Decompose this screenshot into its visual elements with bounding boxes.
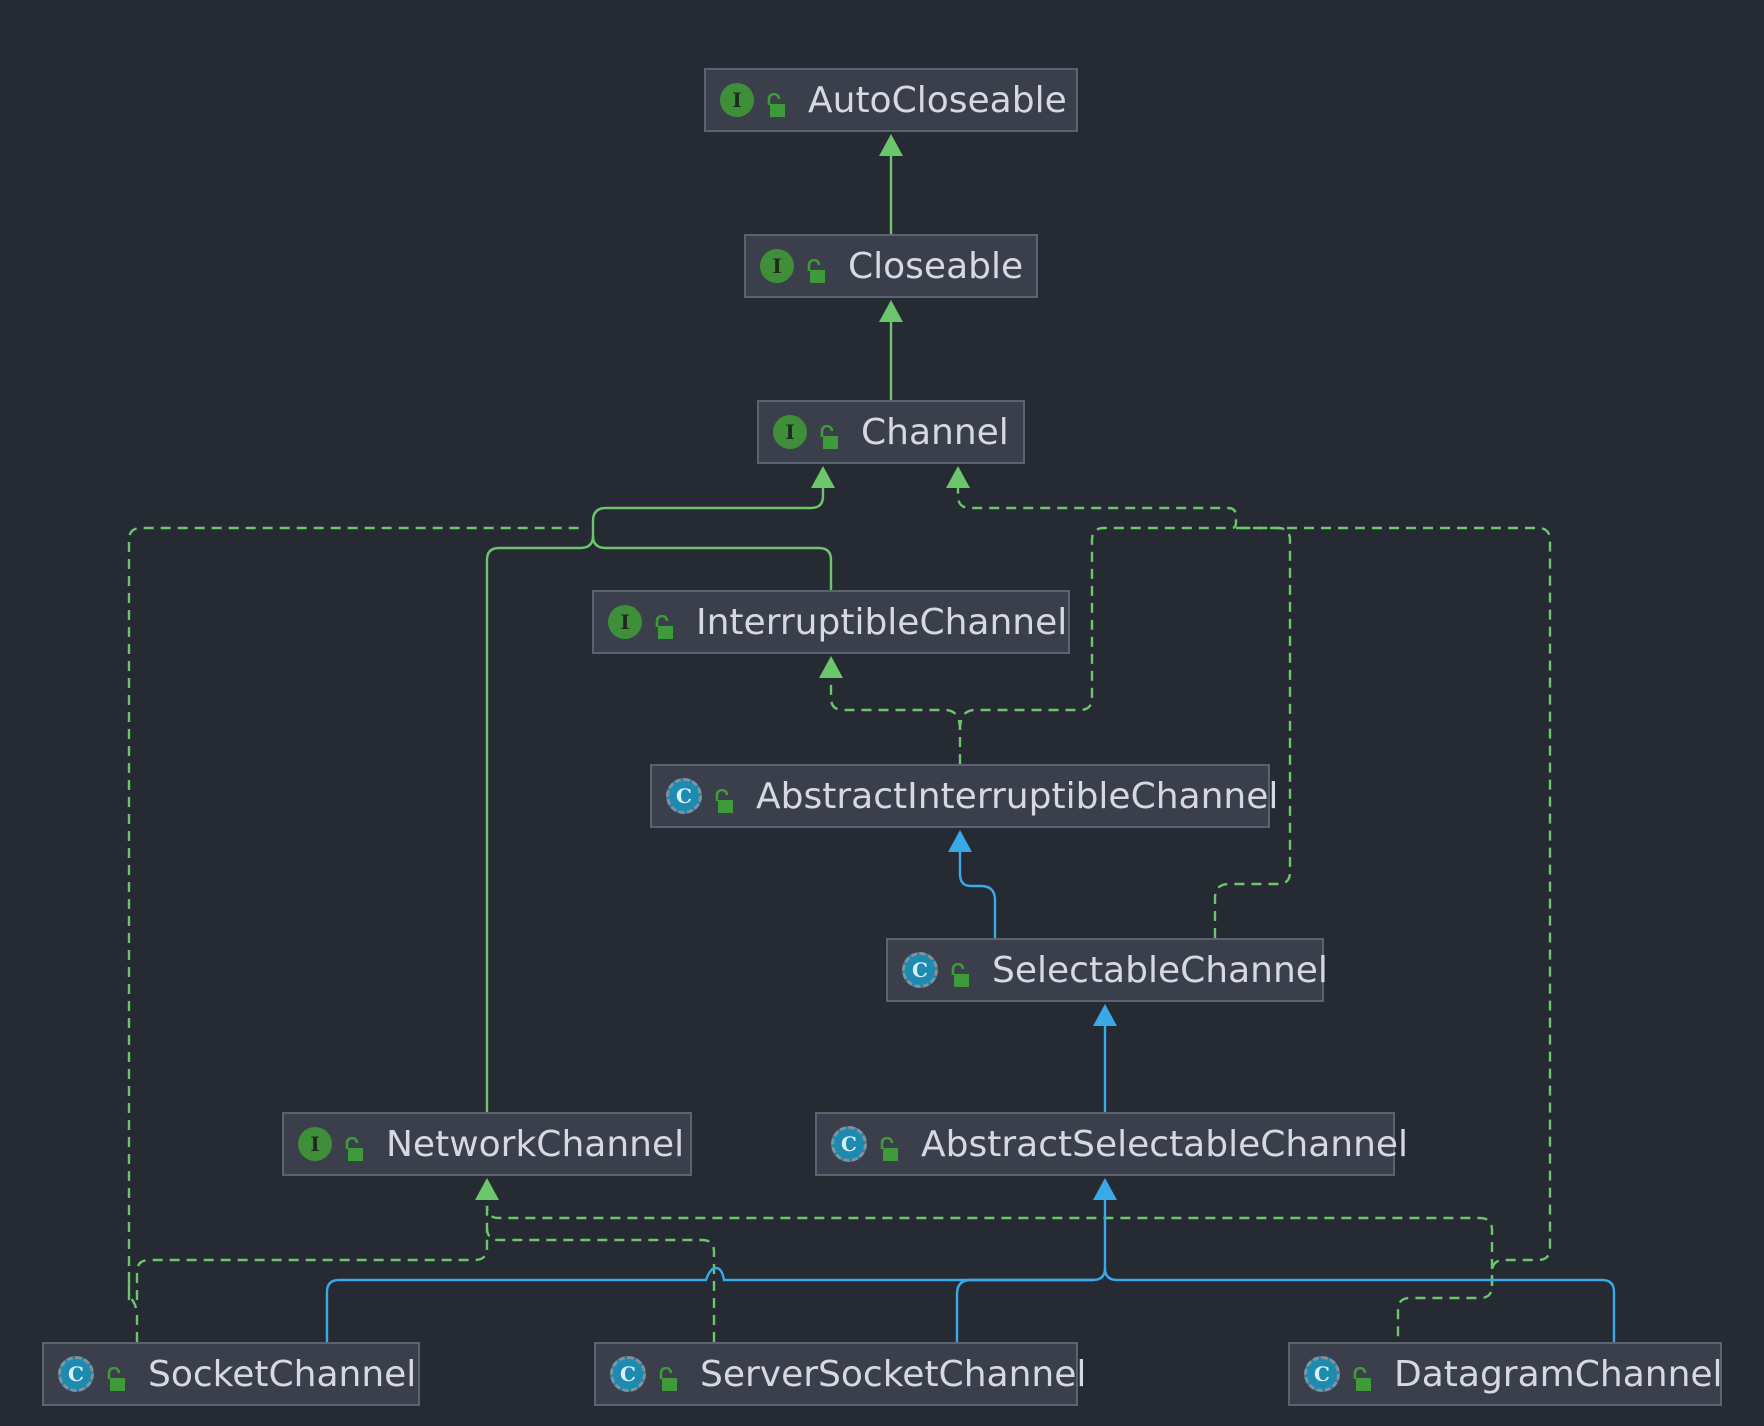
node-label: SocketChannel (148, 1353, 417, 1395)
edge-networkchannel-channel (485, 488, 825, 1112)
edge-datagram-abstractselectable (1103, 1267, 1616, 1342)
node-label: AbstractSelectableChannel (921, 1123, 1409, 1165)
arrowhead-autocloseable (879, 134, 903, 156)
node-channel[interactable]: I Channel (757, 400, 1025, 464)
edge-serversocket-abstractselectable (955, 1278, 1093, 1342)
node-label: AbstractInterruptibleChannel (756, 775, 1279, 817)
abstract-class-icon: C (666, 778, 702, 814)
node-selectablechannel[interactable]: C SelectableChannel (886, 938, 1328, 1002)
node-label: SelectableChannel (992, 949, 1328, 991)
abstract-class-icon: C (831, 1126, 867, 1162)
node-label: InterruptibleChannel (696, 601, 1068, 643)
edge-interruptiblechannel-channel (591, 535, 833, 590)
public-lock-icon (342, 1131, 364, 1161)
node-label: DatagramChannel (1394, 1353, 1723, 1395)
node-label: Closeable (848, 245, 1024, 287)
node-abstractinterruptiblechannel[interactable]: C AbstractInterruptibleChannel (650, 764, 1278, 828)
arrowhead-selectablechannel (1093, 1004, 1117, 1026)
interface-icon: I (720, 83, 754, 117)
arrowhead-interruptiblechannel (819, 656, 843, 678)
public-lock-icon (1350, 1361, 1372, 1391)
arrowhead-abstractselectablechannel (1093, 1178, 1117, 1200)
abstract-class-icon: C (58, 1356, 94, 1392)
edge-serversocket-network (485, 1227, 716, 1342)
edge-socket-abstractselectable (325, 1200, 1107, 1342)
public-lock-icon (804, 253, 826, 283)
interface-icon: I (773, 415, 807, 449)
node-autocloseable[interactable]: I AutoCloseable (704, 68, 1078, 132)
edge-datagramchannel-channel (1236, 526, 1552, 1342)
interface-icon: I (298, 1127, 332, 1161)
node-networkchannel[interactable]: I NetworkChannel (282, 1112, 692, 1176)
public-lock-icon (712, 783, 734, 813)
public-lock-icon (817, 419, 839, 449)
abstract-class-icon: C (902, 952, 938, 988)
abstract-class-icon: C (610, 1356, 646, 1392)
public-lock-icon (877, 1131, 899, 1161)
arrowhead-abstractinterruptiblechannel (948, 830, 972, 852)
node-interruptiblechannel[interactable]: I InterruptibleChannel (592, 590, 1070, 654)
arrowhead-closeable (879, 300, 903, 322)
node-label: NetworkChannel (386, 1123, 685, 1165)
arrowhead-channel-right (946, 466, 970, 488)
node-abstractselectablechannel[interactable]: C AbstractSelectableChannel (815, 1112, 1408, 1176)
public-lock-icon (764, 87, 786, 117)
node-serversocketchannel[interactable]: C ServerSocketChannel (594, 1342, 1086, 1406)
node-closeable[interactable]: I Closeable (744, 234, 1038, 298)
public-lock-icon (652, 609, 674, 639)
node-label: AutoCloseable (808, 79, 1067, 121)
interface-icon: I (608, 605, 642, 639)
interface-icon: I (760, 249, 794, 283)
edge-selectable-abstractinterruptible (958, 852, 997, 938)
edge-selectable-channel (1213, 526, 1292, 938)
edge-datagram-network (485, 1205, 1494, 1286)
node-socketchannel[interactable]: C SocketChannel (42, 1342, 420, 1406)
node-label: Channel (861, 411, 1009, 453)
public-lock-icon (104, 1361, 126, 1391)
arrowhead-networkchannel (475, 1178, 499, 1200)
arrowhead-channel-left (811, 466, 835, 488)
node-label: ServerSocketChannel (700, 1353, 1087, 1395)
abstract-class-icon: C (1304, 1356, 1340, 1392)
node-datagramchannel[interactable]: C DatagramChannel (1288, 1342, 1723, 1406)
edge-abstractinterruptible-interruptible (829, 676, 962, 764)
public-lock-icon (948, 957, 970, 987)
edge-socket-network (135, 1200, 489, 1300)
edge-socketchannel-channel (127, 526, 580, 1342)
public-lock-icon (656, 1361, 678, 1391)
